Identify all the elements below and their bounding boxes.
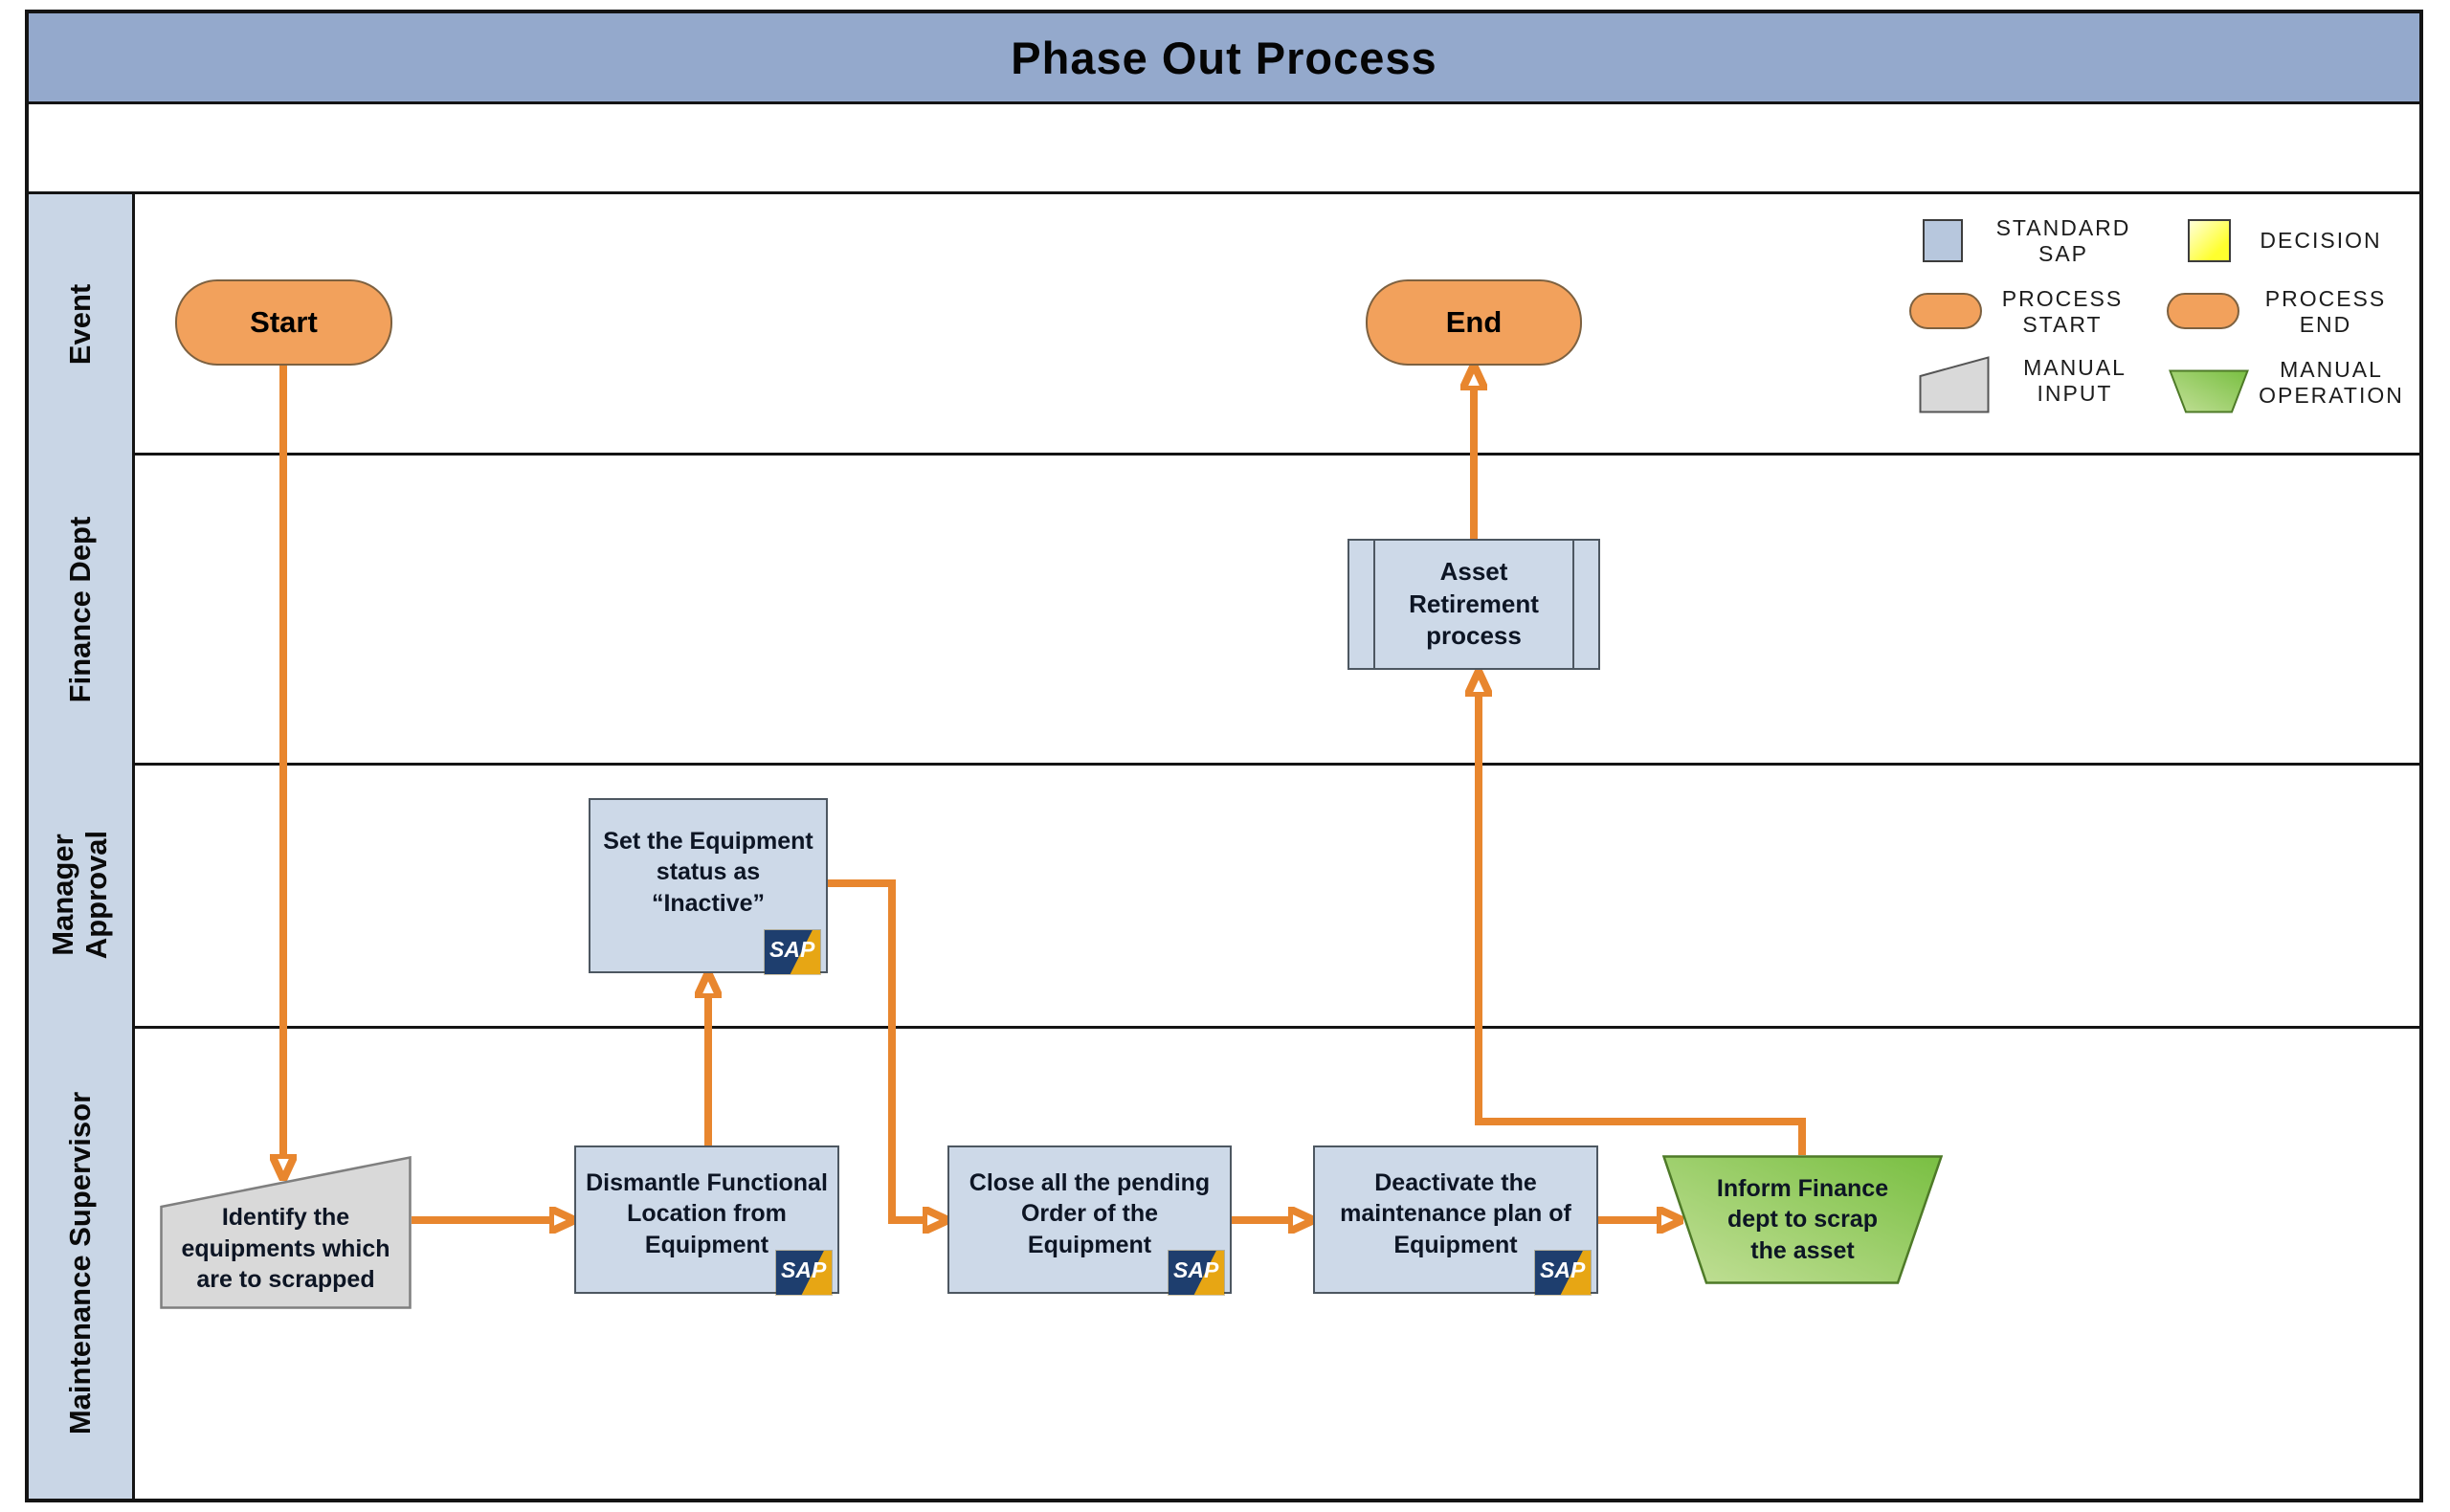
flow-node-identify: Identify the equipments which are to scr… xyxy=(160,1156,412,1309)
end-label: End xyxy=(1445,305,1503,339)
legend-process-end-swatch xyxy=(2167,293,2239,329)
predefined-process-left-bar xyxy=(1373,541,1375,668)
flow-node-close-orders: Close all the pending Order of the Equip… xyxy=(947,1145,1232,1295)
flow-node-asset-retirement: Asset Retirement process xyxy=(1348,539,1600,670)
lane-divider-event-finance xyxy=(29,453,2419,456)
manual-operation-shape xyxy=(1662,1155,1943,1284)
legend-manual-input-swatch xyxy=(1919,356,1990,413)
page-title: Phase Out Process xyxy=(1011,32,1437,83)
lane-column-divider xyxy=(132,194,135,1499)
legend-manual-input-label: MANUAL INPUT xyxy=(2023,354,2127,406)
legend-process-start-swatch xyxy=(1909,293,1982,329)
flow-node-end: End xyxy=(1366,279,1582,366)
lane-divider-manager-maintenance xyxy=(29,1026,2419,1029)
legend-standard-sap-label: STANDARD SAP xyxy=(1995,214,2131,266)
inform-finance-label: Inform Finance dept to scrap the asset xyxy=(1716,1174,1889,1264)
asset-retirement-label: Asset Retirement process xyxy=(1409,556,1539,651)
sap-logo-badge: SAP xyxy=(1535,1251,1591,1295)
legend-decision-swatch xyxy=(2188,219,2231,262)
flow-node-deactivate: Deactivate the maintenance plan of Equip… xyxy=(1313,1145,1598,1295)
close-orders-label: Close all the pending Order of the Equip… xyxy=(969,1168,1211,1258)
sap-logo-badge: SAP xyxy=(765,930,820,974)
legend-standard-sap-swatch xyxy=(1923,219,1963,262)
legend-process-end-label: PROCESS END xyxy=(2264,285,2387,337)
identify-label: Identify the equipments which are to scr… xyxy=(181,1204,390,1294)
dismantle-label: Dismantle Functional Location from Equip… xyxy=(586,1168,828,1258)
start-label: Start xyxy=(250,305,318,339)
predefined-process-right-bar xyxy=(1572,541,1574,668)
deactivate-label: Deactivate the maintenance plan of Equip… xyxy=(1340,1168,1571,1258)
lane-label-column xyxy=(29,194,132,1499)
flow-node-inform-finance: Inform Finance dept to scrap the asset xyxy=(1662,1155,1943,1284)
header-band-divider xyxy=(29,191,2419,194)
sap-logo-text: SAP xyxy=(1540,1257,1586,1282)
legend-decision-label: DECISION xyxy=(2260,228,2382,254)
flow-node-set-status: Set the Equipment status as “Inactive” S… xyxy=(589,798,828,974)
connector-inform-finance-to-asset-retirement xyxy=(1479,692,1806,1155)
lane-divider-finance-manager xyxy=(29,763,2419,766)
sap-logo-badge: SAP xyxy=(776,1251,832,1295)
sap-logo-text: SAP xyxy=(769,937,815,962)
flow-node-start: Start xyxy=(175,279,392,366)
manual-input-shape xyxy=(160,1156,412,1309)
legend-manual-operation-label: MANUAL OPERATION xyxy=(2259,356,2404,408)
sap-logo-badge: SAP xyxy=(1169,1251,1224,1295)
legend-process-start-label: PROCESS START xyxy=(2001,285,2124,337)
sap-logo-text: SAP xyxy=(1173,1257,1219,1282)
sap-logo-text: SAP xyxy=(781,1257,827,1282)
legend-manual-operation-swatch xyxy=(2169,369,2249,413)
title-bar: Phase Out Process xyxy=(29,13,2419,104)
set-status-label: Set the Equipment status as “Inactive” xyxy=(603,827,813,917)
connector-set-status-to-close-orders xyxy=(828,879,927,1220)
flow-node-dismantle: Dismantle Functional Location from Equip… xyxy=(574,1145,839,1295)
